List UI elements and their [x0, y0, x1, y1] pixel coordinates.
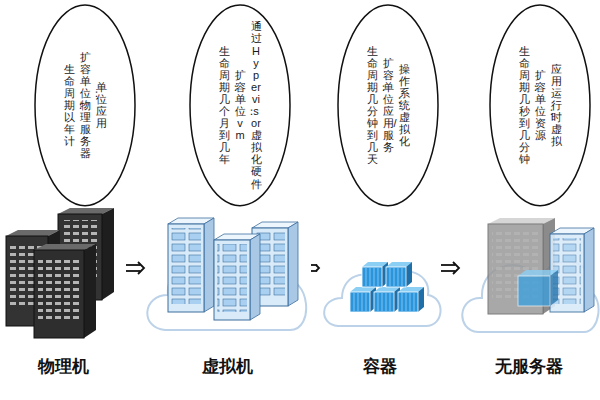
container-cube [350, 292, 370, 312]
container-cube [386, 267, 406, 287]
text-columns: 单位应用扩容单位：物理服务器生命周期：以年计 [64, 51, 107, 160]
container-cube [386, 262, 412, 287]
arrow-shaft [441, 270, 455, 272]
serverless-cloud [584, 228, 594, 312]
container-cube [374, 292, 394, 312]
text-columns: 操作系统虚拟化扩容单位：应用/服务生命周期：几分钟到几天 [367, 45, 410, 166]
container-cube [362, 262, 388, 287]
double-arrow [441, 262, 459, 274]
vm-cloud [171, 228, 201, 304]
vertical-text: 操作系统虚拟化 [399, 63, 410, 148]
vm-cloud [204, 218, 214, 312]
stage-label: 无服务器 [495, 355, 563, 378]
speech-ellipse: 应用运行时虚拟扩容单位：资源生命周期：几秒到几分钟 [489, 4, 591, 207]
text-columns: 通过Hypervisor虚拟化硬件扩容单位：vm 生命周期：几个月到几年 [219, 20, 262, 189]
vertical-text: 生命周期：几个月到几年 [219, 45, 230, 166]
physical-servers [6, 208, 114, 338]
stage-label: 物理机 [38, 355, 89, 378]
ellipse-shape [190, 5, 290, 206]
vm-cloud [147, 218, 306, 330]
speech-ellipse: 操作系统虚拟化扩容单位：应用/服务生命周期：几分钟到几天 [337, 4, 439, 207]
physical-servers [84, 244, 96, 338]
arrow-shaft [126, 270, 140, 272]
vm-cloud [168, 224, 204, 312]
container-cube [398, 287, 424, 312]
double-arrow [311, 265, 319, 271]
vm-cloud [217, 244, 247, 312]
arrow-head [453, 262, 459, 274]
serverless: 无服务器 [460, 212, 598, 394]
vertical-text: 通过Hypervisor虚拟化硬件 [251, 20, 262, 189]
container-cube [406, 262, 412, 287]
container-cube [399, 293, 417, 311]
vertical-text: 单位应用 [96, 81, 107, 129]
vertical-text: 生命周期：以年计 [64, 63, 75, 148]
ellipse-shape [490, 5, 590, 206]
container-cube [350, 287, 376, 312]
virtual-machine: 虚拟机 [145, 212, 310, 394]
container-cube [398, 292, 418, 312]
physical-servers [38, 256, 80, 320]
arrow-head [316, 265, 319, 271]
container: 容器 [320, 212, 440, 394]
physical-servers [102, 208, 114, 300]
vm-cloud [250, 234, 260, 320]
serverless-cloud [550, 270, 558, 306]
container-cube [418, 287, 424, 312]
speech-ellipse: 单位应用扩容单位：物理服务器生命周期：以年计 [34, 4, 136, 207]
vertical-text: 扩容单位：资源 [535, 69, 546, 142]
serverless-cloud [550, 234, 584, 312]
speech-ellipse: 通过Hypervisor虚拟化硬件扩容单位：vm 生命周期：几个月到几年 [189, 4, 291, 207]
stage-label: 容器 [363, 355, 397, 378]
container-cloud [324, 262, 440, 326]
container-cube [362, 267, 382, 287]
arrow-shaft [441, 264, 455, 266]
physical-machine: 物理机 [2, 212, 125, 394]
double-arrow [126, 262, 144, 274]
vertical-text: 应用运行时虚拟 [551, 63, 562, 148]
vertical-text: 生命周期：几分钟到几天 [367, 45, 378, 166]
serverless-cloud [518, 276, 550, 306]
vertical-text: 扩容单位：应用/服务 [383, 57, 394, 154]
container-cube [363, 268, 381, 286]
stage-label: 虚拟机 [202, 355, 253, 378]
vertical-text: 扩容单位：物理服务器 [80, 51, 91, 160]
ellipse-shape [338, 5, 438, 206]
arrow-shaft [126, 264, 140, 266]
vm-cloud [214, 240, 250, 320]
arrow-head [138, 262, 144, 274]
vertical-text: 扩容单位：vm [235, 69, 246, 142]
serverless-cloud [462, 218, 598, 332]
container-cube [375, 293, 393, 311]
ellipse-shape [35, 5, 135, 206]
container-cube [351, 293, 369, 311]
physical-servers [34, 250, 84, 338]
vertical-text: 生命周期：几秒到几分钟 [519, 45, 530, 166]
text-columns: 应用运行时虚拟扩容单位：资源生命周期：几秒到几分钟 [519, 45, 562, 166]
container-cube [387, 268, 405, 286]
container-cube [374, 287, 400, 312]
vm-cloud [288, 222, 298, 306]
